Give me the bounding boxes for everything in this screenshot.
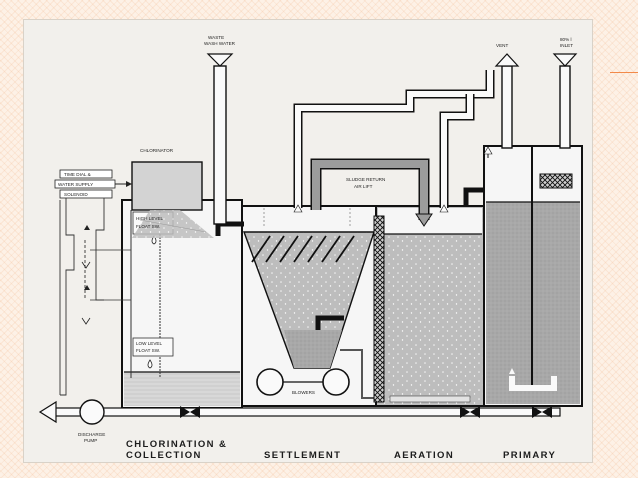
float-switch-icon <box>147 359 153 369</box>
accent-rule <box>610 72 638 73</box>
arrow-left-icon <box>38 400 57 424</box>
settlement-tank <box>215 205 455 407</box>
label-discharge-2: PUMP <box>84 438 97 443</box>
arrow-up-icon <box>84 225 90 230</box>
label-inlet-1: 80% l <box>560 37 572 42</box>
section-aeration: AERATION <box>394 450 454 461</box>
arrow-down-icon <box>415 213 433 227</box>
section-settlement: SETTLEMENT <box>264 450 341 461</box>
chlorinator-unit <box>131 161 214 238</box>
primary-tank <box>483 145 583 407</box>
label-sludge-return-2: AIR LIFT <box>354 184 373 189</box>
arrow-up-icon <box>84 285 90 290</box>
control-panel <box>54 169 132 396</box>
label-solenoid: SOLENOID <box>64 192 88 197</box>
arrow-up-icon <box>293 204 303 213</box>
label-inlet-2: INLET <box>560 43 573 48</box>
label-time-dial: TIME DIAL & <box>64 172 91 177</box>
discharge-line <box>38 399 561 425</box>
valve-icon <box>532 406 552 418</box>
blower-icon <box>322 368 350 396</box>
label-water-supply: WATER SUPPLY <box>58 182 93 187</box>
aeration-tank <box>373 205 485 407</box>
waste-wash-water-pipe <box>206 53 234 225</box>
overflow-pipe <box>463 187 484 206</box>
arrow-up-icon <box>483 146 493 155</box>
blower-icon <box>256 368 284 396</box>
arrow-up-icon <box>509 368 515 374</box>
label-high-level-2: FLOAT SW. <box>136 224 160 229</box>
label-waste-2: WASH WATER <box>204 41 236 46</box>
inlet-pipe <box>552 53 578 149</box>
arrow-up-icon <box>439 204 449 213</box>
air-header <box>293 70 495 213</box>
section-chlorination-2: COLLECTION <box>126 450 202 461</box>
valve-icon <box>460 406 480 418</box>
label-low-level-1: LOW LEVEL <box>136 341 162 346</box>
section-primary: PRIMARY <box>503 450 556 461</box>
section-chlorination-1: CHLORINATION & <box>126 439 227 450</box>
label-sludge-return-1: SLUDGE RETURN <box>346 177 385 182</box>
label-chlorinator: CHLORINATOR <box>140 148 174 153</box>
pump-icon <box>79 399 105 425</box>
sludge-return-airlift <box>310 158 433 227</box>
vent-pipe <box>494 53 520 149</box>
arrow-down-icon <box>206 53 234 67</box>
arrow-down-icon <box>552 53 578 67</box>
label-discharge-1: DISCHARGE <box>78 432 105 437</box>
arrow-up-icon <box>494 53 520 67</box>
label-low-level-2: FLOAT SW. <box>136 348 160 353</box>
label-blowers: BLOWERS <box>292 390 315 395</box>
label-high-level-1: HIGH LEVEL <box>136 216 164 221</box>
valve-icon <box>180 406 200 418</box>
label-waste-1: WASTE <box>208 35 224 40</box>
label-vent: VENT <box>496 43 508 48</box>
